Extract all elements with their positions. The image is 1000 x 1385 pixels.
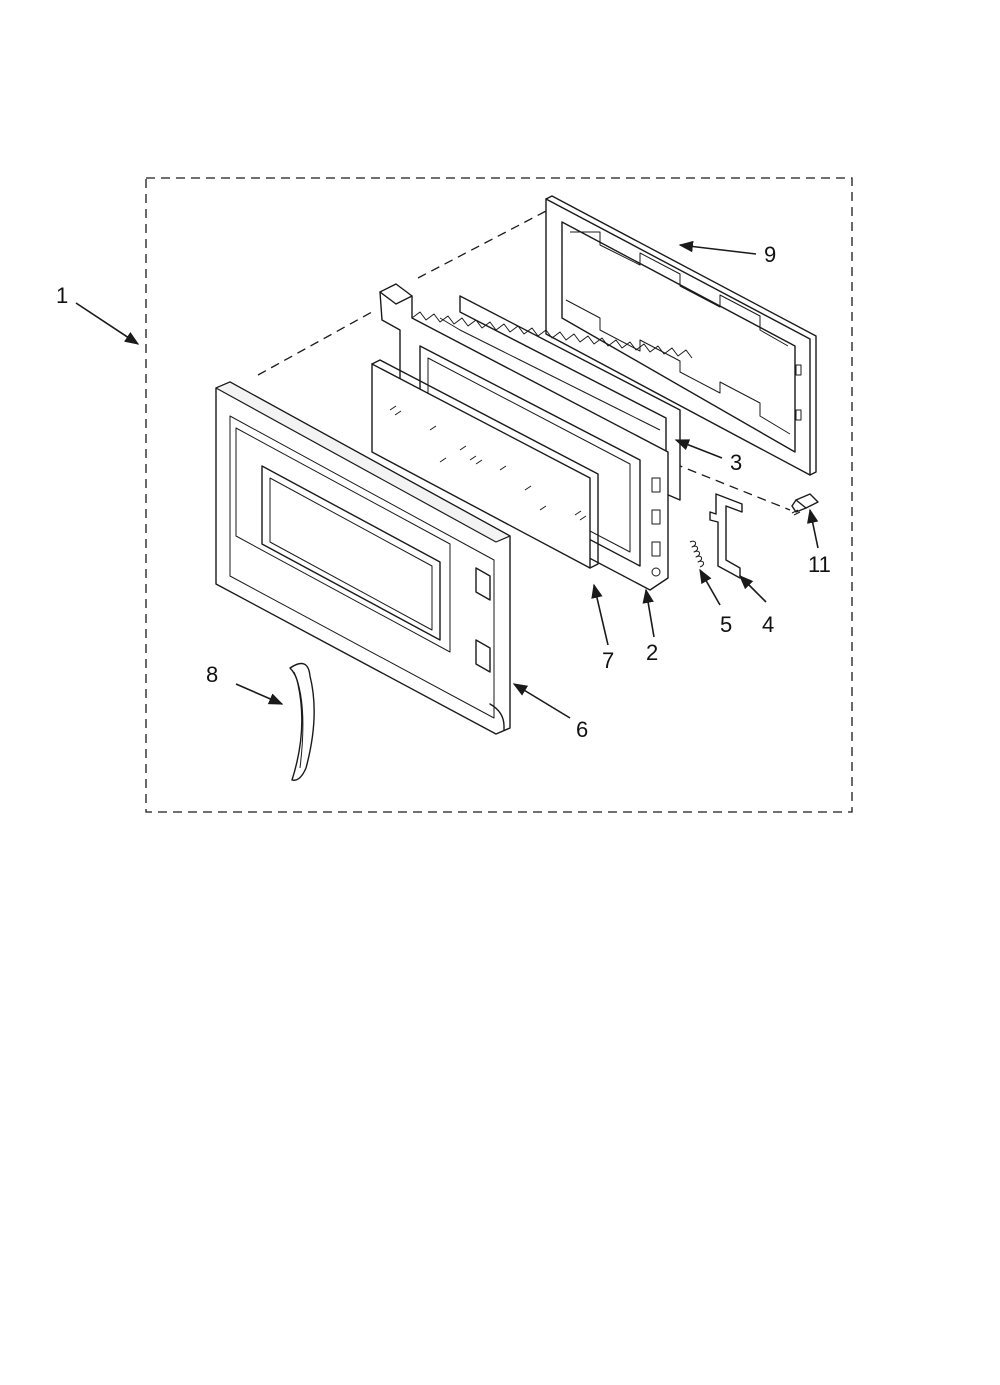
part-11-screw — [791, 493, 819, 516]
guide-line-rear — [417, 209, 549, 279]
callout-6: 6 — [576, 717, 588, 742]
callout-7: 7 — [602, 648, 614, 673]
leader-9 — [678, 240, 757, 255]
guide-line-front — [257, 311, 373, 376]
leader-8 — [235, 683, 284, 705]
callout-3: 3 — [730, 450, 742, 475]
leader-5 — [699, 568, 721, 606]
callout-1: 1 — [56, 283, 68, 308]
leader-4 — [738, 574, 767, 603]
guide-line-screw — [659, 457, 791, 511]
leader-6 — [512, 683, 571, 719]
callout-9: 9 — [764, 242, 776, 267]
callout-4: 4 — [762, 612, 774, 637]
part-7-glass-window — [371, 359, 599, 569]
assembly-boundary — [145, 177, 853, 813]
part-6-outer-door — [215, 381, 511, 735]
part-4-latch — [709, 493, 743, 579]
leader-2 — [642, 588, 655, 638]
leader-11 — [807, 508, 819, 549]
part-5-spring — [689, 540, 705, 568]
callout-5: 5 — [720, 612, 732, 637]
callout-8: 8 — [206, 662, 218, 687]
callout-2: 2 — [646, 640, 658, 665]
part-9-rear-frame — [545, 195, 817, 476]
leader-1 — [75, 302, 140, 345]
leader-7 — [591, 583, 609, 646]
leader-3 — [674, 439, 723, 459]
part-8-handle — [289, 662, 315, 781]
callout-11: 11 — [808, 552, 831, 577]
